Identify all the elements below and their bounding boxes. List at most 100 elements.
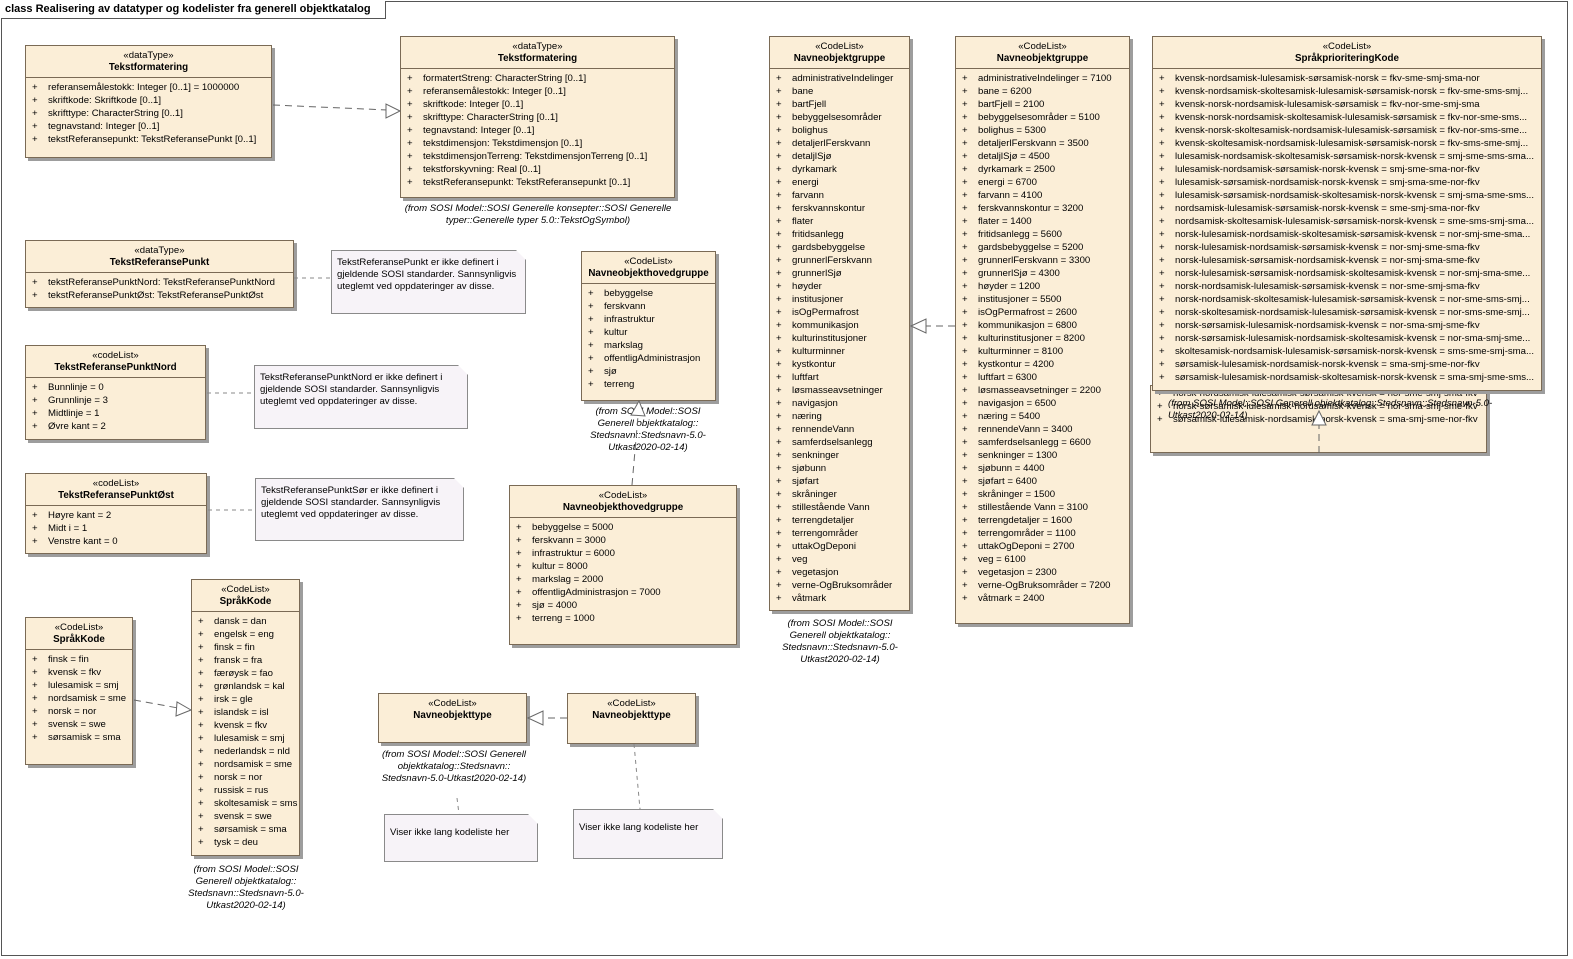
attribute-text: tekstdimensjon: Tekstdimensjon [0..1] — [423, 138, 583, 149]
visibility-marker: + — [407, 99, 413, 110]
attribute-text: tysk = deu — [214, 837, 258, 848]
attribute-text: høyder — [792, 281, 822, 292]
visibility-marker: + — [198, 642, 204, 653]
attribute-row: +markslag = 2000 — [510, 573, 736, 586]
attribute-row: +sjø = 4000 — [510, 599, 736, 612]
visibility-marker: + — [962, 411, 968, 422]
attribute-text: referansemålestokk: Integer [0..1] = 100… — [48, 82, 240, 93]
attribute-row: +tekstforskyvning: Real [0..1] — [401, 163, 674, 176]
attribute-text: veg — [792, 554, 808, 565]
attribute-text: fransk = fra — [214, 655, 263, 666]
attribute-text: terrengdetaljer = 1600 — [978, 515, 1073, 526]
visibility-marker: + — [1159, 372, 1165, 383]
visibility-marker: + — [962, 541, 968, 552]
class-navneobjekttype-realized[interactable]: «CodeList»Navneobjekttype — [567, 693, 696, 744]
class-navneobjekthovedgruppe-realized[interactable]: «CodeList»Navneobjekthovedgruppe+bebygge… — [509, 485, 737, 645]
note-tekstreferansepunktost[interactable]: TekstReferansePunktSør er ikke definert … — [255, 478, 464, 541]
attribute-row: +nordsamisk = sme — [192, 758, 299, 771]
visibility-marker: + — [516, 574, 522, 585]
attribute-text: lulesamisk-nordsamisk-sørsamisk-norsk-kv… — [1175, 164, 1480, 175]
visibility-marker: + — [32, 667, 38, 678]
attribute-row: +veg — [770, 553, 909, 566]
attribute-row: +flater — [770, 215, 909, 228]
visibility-marker: + — [588, 327, 594, 338]
attribute-text: bartFjell = 2100 — [978, 99, 1045, 110]
class-stereotype: «codeList» — [92, 478, 140, 489]
note-navneobjekttype-right[interactable]: Viser ikke lang kodeliste her — [573, 809, 723, 859]
attribute-row: +kvensk = fkv — [26, 666, 132, 679]
class-sprakprioriteringkode-realized[interactable]: «CodeList»SpråkprioriteringKode+kvensk-n… — [1152, 36, 1542, 391]
attribute-row: +kulturinstitusjoner = 8200 — [956, 332, 1129, 345]
class-tekstreferansepunktnord[interactable]: «codeList»TekstReferansePunktNord+Bunnli… — [25, 345, 206, 440]
note-navneobjekttype-left[interactable]: Viser ikke lang kodeliste her — [384, 814, 538, 862]
class-navneobjekttype-source[interactable]: «CodeList»Navneobjekttype — [378, 693, 527, 743]
class-name: Navneobjekthovedgruppe — [562, 502, 684, 513]
attribute-text: uttakOgDeponi — [792, 541, 856, 552]
attribute-row: +terreng = 1000 — [510, 612, 736, 625]
attribute-text: farvann — [792, 190, 824, 201]
attribute-text: formatertStreng: CharacterString [0..1] — [423, 73, 587, 84]
visibility-marker: + — [962, 528, 968, 539]
visibility-marker: + — [198, 785, 204, 796]
attribute-text: detaljerlFerskvann = 3500 — [978, 138, 1089, 149]
attribute-row: +lulesamisk-sørsamisk-nordsamisk-skoltes… — [1153, 189, 1541, 202]
visibility-marker: + — [32, 680, 38, 691]
attribute-text: irsk = gle — [214, 694, 253, 705]
note-tekstreferansepunktnord[interactable]: TekstReferansePunktNord er ikke definert… — [254, 365, 468, 429]
attribute-row: +islandsk = isl — [192, 706, 299, 719]
visibility-marker: + — [32, 654, 38, 665]
visibility-marker: + — [32, 121, 38, 132]
attribute-row: +svensk = swe — [192, 810, 299, 823]
attribute-row: +detaljerlFerskvann = 3500 — [956, 137, 1129, 150]
class-navneobjekthovedgruppe-source[interactable]: «CodeList»Navneobjekthovedgruppe+bebygge… — [581, 251, 716, 401]
visibility-marker: + — [962, 320, 968, 331]
visibility-marker: + — [1159, 112, 1165, 123]
class-tekstreferansepunkt[interactable]: «dataType»TekstReferansePunkt+tekstRefer… — [25, 240, 294, 308]
visibility-marker: + — [962, 255, 968, 266]
note-tekstreferansepunkt[interactable]: TekstReferansePunkt er ikke definert i g… — [331, 250, 526, 314]
attribute-row: +verne-OgBruksområder = 7200 — [956, 579, 1129, 592]
visibility-marker: + — [962, 398, 968, 409]
attribute-row: +nordsamisk-lulesamisk-sørsamisk-norsk-k… — [1153, 202, 1541, 215]
attribute-row: +nordsamisk = sme — [26, 692, 132, 705]
class-navneobjektgruppe-realized[interactable]: «CodeList»Navneobjektgruppe+administrati… — [955, 36, 1130, 624]
class-navneobjektgruppe-source[interactable]: «CodeList»Navneobjektgruppe+administrati… — [769, 36, 910, 611]
visibility-marker: + — [198, 707, 204, 718]
class-name: Tekstformatering — [108, 62, 189, 73]
attribute-row: +nordsamisk-skoltesamisk-lulesamisk-sørs… — [1153, 215, 1541, 228]
visibility-marker: + — [776, 268, 782, 279]
attribute-text: institusjoner = 5500 — [978, 294, 1062, 305]
attribute-row: +terrengdetaljer = 1600 — [956, 514, 1129, 527]
class-stereotype: «CodeList» — [54, 622, 104, 633]
attribute-row: + lulesamisk-nordsamisk-sørsamisk-norsk-k… — [1153, 163, 1541, 176]
attribute-text: skråninger = 1500 — [978, 489, 1056, 500]
visibility-marker: + — [1159, 229, 1165, 240]
visibility-marker: + — [198, 668, 204, 679]
visibility-marker: + — [198, 759, 204, 770]
attribute-row: +kulturminner = 8100 — [956, 345, 1129, 358]
visibility-marker: + — [32, 706, 38, 717]
attribute-text: finsk = fin — [214, 642, 255, 653]
visibility-marker: + — [1159, 359, 1165, 370]
attribute-text: russisk = rus — [214, 785, 269, 796]
visibility-marker: + — [1159, 216, 1165, 227]
attribute-text: kulturinstitusjoner — [792, 333, 867, 344]
visibility-marker: + — [962, 99, 968, 110]
visibility-marker: + — [588, 353, 594, 364]
attribute-text: bebyggelse = 5000 — [532, 522, 614, 533]
diagram-title: class Realisering av datatyper og kodeli… — [1, 1, 386, 19]
class-name: TekstReferansePunktNord — [54, 362, 177, 373]
attribute-row: +detaljlSjø = 4500 — [956, 150, 1129, 163]
class-sprakkode-source[interactable]: «CodeList»SpråkKode+dansk = dan+engelsk … — [191, 579, 300, 856]
attribute-row: +grønlandsk = kal — [192, 680, 299, 693]
attribute-text: tekstReferansepunkt: TekstReferansePunkt… — [48, 134, 257, 145]
attribute-text: Midtlinje = 1 — [48, 408, 100, 419]
class-tekstreferansepunktost[interactable]: «codeList»TekstReferansePunktØst+Høyre k… — [25, 473, 207, 554]
attribute-text: isOgPermafrost = 2600 — [978, 307, 1077, 318]
class-sprakkode-realized[interactable]: «CodeList»SpråkKode+finsk = fin+kvensk =… — [25, 617, 133, 765]
class-tekstformatering-realized[interactable]: «dataType»Tekstformatering+referansemåle… — [25, 45, 272, 158]
attribute-text: verne-OgBruksområder = 7200 — [978, 580, 1111, 591]
class-tekstformatering-source[interactable]: «dataType»Tekstformatering+formatertStre… — [400, 36, 675, 198]
attribute-text: Grunnlinje = 3 — [48, 395, 108, 406]
visibility-marker: + — [1159, 164, 1165, 175]
